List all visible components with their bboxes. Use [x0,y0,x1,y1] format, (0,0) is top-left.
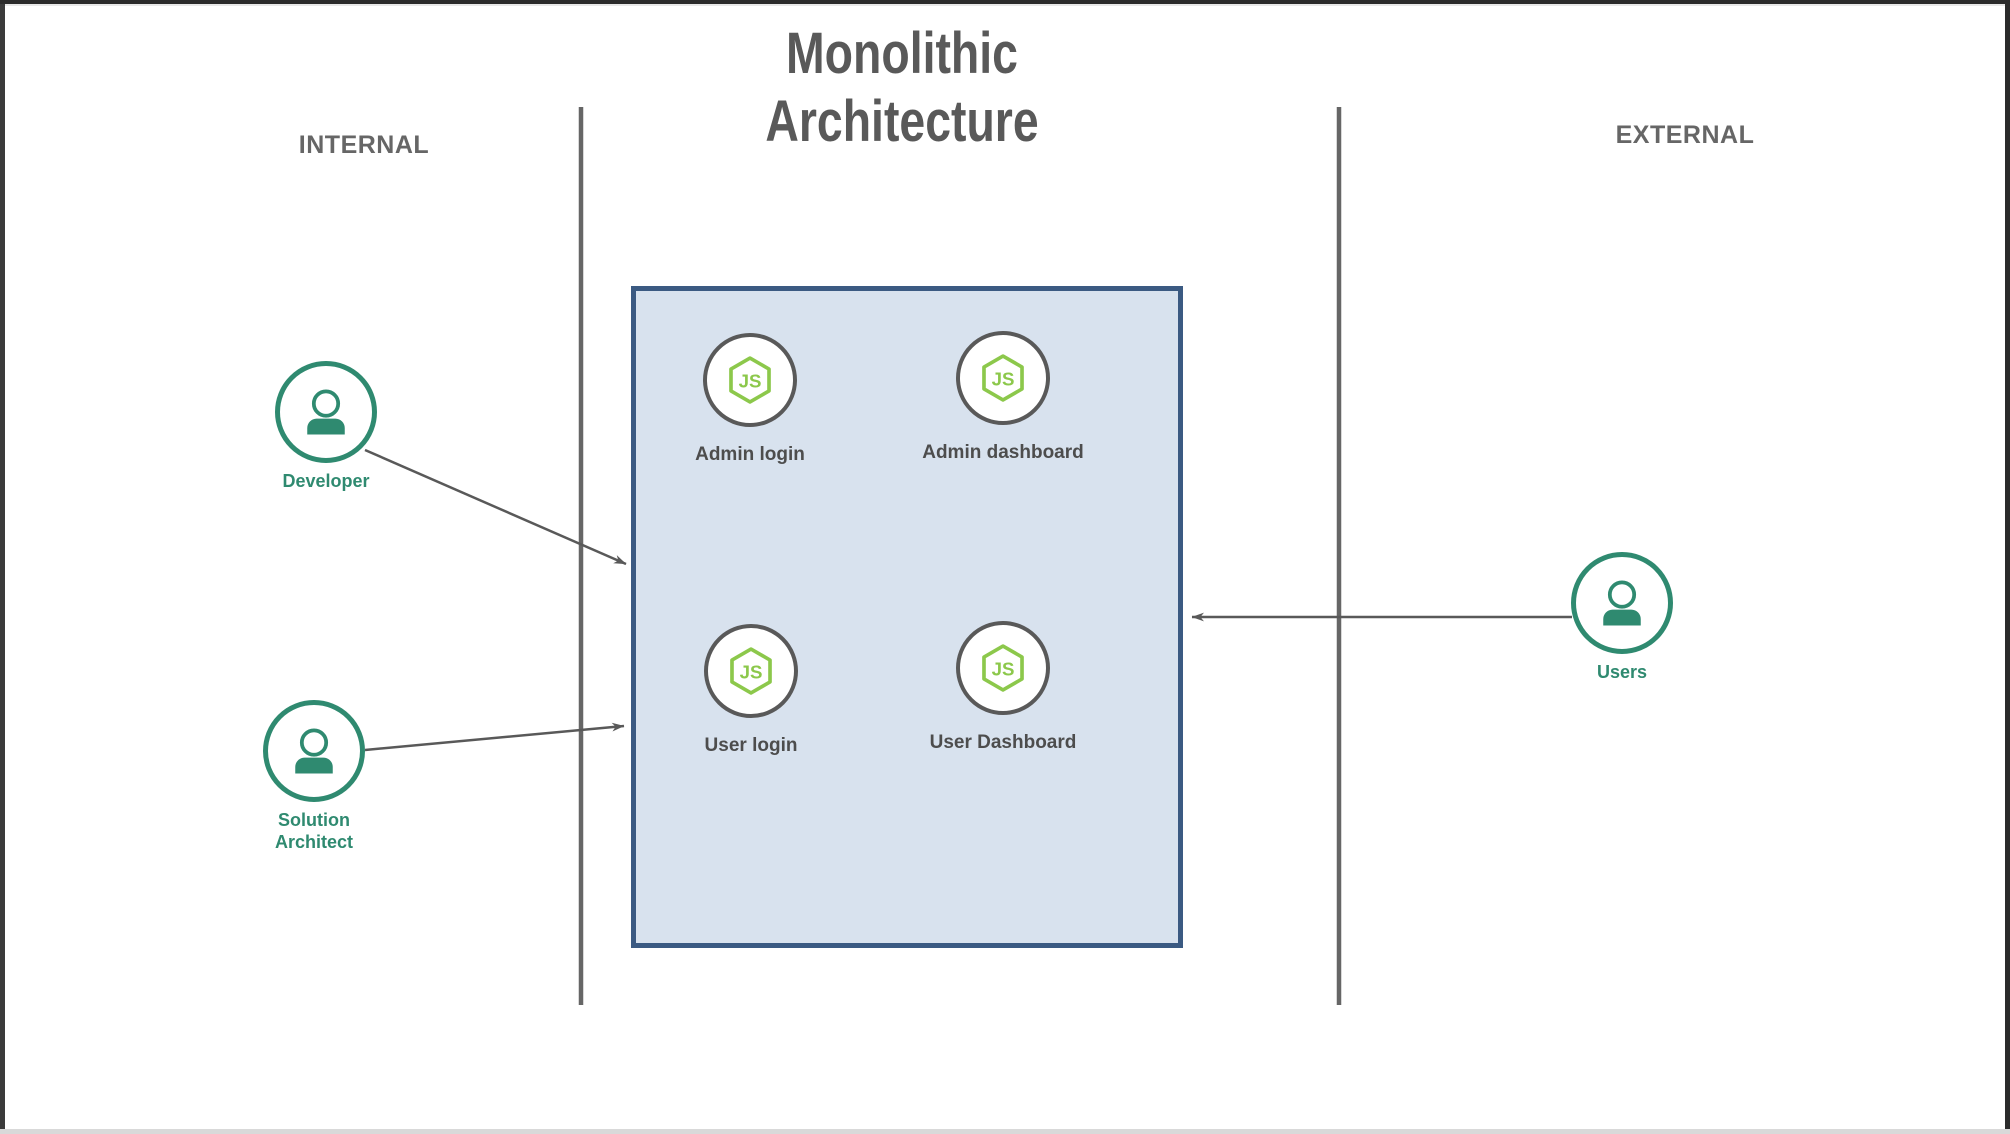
person-icon [295,728,333,774]
module-user-dashboard: JS User Dashboard [893,621,1113,754]
actor-solution-architect: Solution Architect [224,700,404,853]
nodejs-icon-text: JS [992,368,1015,389]
actor-label: Solution Architect [274,810,354,852]
nodejs-circle: JS [704,624,798,718]
nodejs-icon: JS [982,354,1024,402]
module-label: Admin dashboard [922,442,1084,463]
module-user-login: JS User login [641,624,861,757]
diagram-title-line1: Monolithic [786,21,1018,86]
actor-label: Developer [282,471,370,491]
nodejs-icon: JS [730,647,772,695]
module-label: User login [704,735,798,756]
window-left-border [0,4,5,1134]
internal-zone-label: INTERNAL [298,131,430,159]
window-top-border [0,0,2010,4]
module-admin-login: JS Admin login [640,333,860,466]
nodejs-circle: JS [703,333,797,427]
nodejs-icon-text: JS [739,370,762,391]
actor-circle [275,361,377,463]
actor-circle [1571,552,1673,654]
actor-users: Users [1532,552,1712,684]
nodejs-circle: JS [956,621,1050,715]
window-right-border [2005,0,2010,1134]
nodejs-icon-text: JS [992,658,1015,679]
window-top-divider [0,4,2010,6]
window-bottom-border [0,1129,2010,1134]
diagram-title-line2: Architecture [765,88,1039,154]
external-zone-label: EXTERNAL [1615,121,1755,149]
actor-circle [263,700,365,802]
person-icon [1603,580,1641,626]
actor-developer: Developer [236,361,416,493]
diagram-title: Monolithic Architecture [765,20,1038,156]
module-label: Admin login [695,444,805,465]
nodejs-circle: JS [956,331,1050,425]
nodejs-icon: JS [982,644,1024,692]
person-icon [307,389,345,435]
nodejs-icon: JS [729,356,771,404]
actor-label: Users [1596,662,1648,682]
monolith-container: JS Admin login JS Admin dashboard JS U [631,286,1183,948]
module-admin-dashboard: JS Admin dashboard [893,331,1113,464]
nodejs-icon-text: JS [740,661,763,682]
module-label: User Dashboard [929,732,1077,753]
